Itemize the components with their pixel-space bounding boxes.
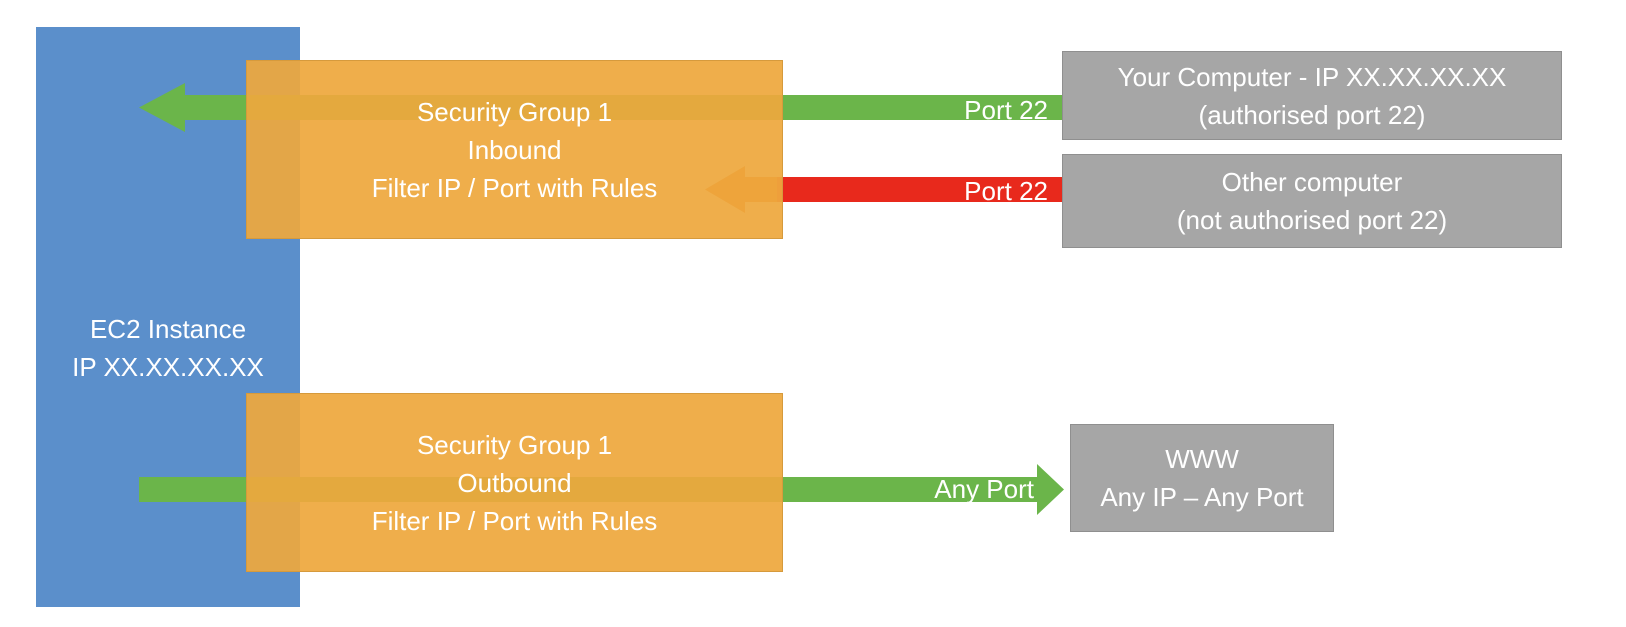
www-note: Any IP – Any Port: [1100, 482, 1304, 512]
outbound-group-description: Filter IP / Port with Rules: [371, 505, 658, 536]
allowed-port-label: Port 22: [964, 95, 1048, 125]
inbound-group-description: Filter IP / Port with Rules: [371, 172, 658, 203]
outbound-group-title: Security Group 1: [416, 429, 613, 460]
inbound-security-group: Security Group 1 Inbound Filter IP / Por…: [246, 60, 783, 239]
your-computer-title: Your Computer - IP XX.XX.XX.XX: [1117, 61, 1507, 92]
www-box: WWW Any IP – Any Port: [1070, 424, 1334, 532]
your-computer-note: (authorised port 22): [1198, 99, 1426, 130]
outbound-group-direction: Outbound: [457, 467, 572, 498]
www-title: WWW: [1165, 444, 1239, 474]
other-computer-title: Other computer: [1221, 167, 1403, 197]
inbound-group-title: Security Group 1: [416, 96, 613, 127]
outbound-port-label: Any Port: [934, 474, 1034, 504]
other-computer-note: (not authorised port 22): [1176, 205, 1448, 235]
ec2-instance-label: EC2 Instance IP XX.XX.XX.XX: [36, 310, 300, 386]
blocked-port-label: Port 22: [964, 176, 1048, 206]
other-computer-box: Other computer (not authorised port 22): [1062, 154, 1562, 248]
ec2-instance-title: EC2 Instance: [89, 314, 247, 344]
ec2-instance-ip: IP XX.XX.XX.XX: [72, 352, 264, 382]
outbound-security-group: Security Group 1 Outbound Filter IP / Po…: [246, 393, 783, 572]
inbound-group-direction: Inbound: [467, 134, 562, 165]
your-computer-box: Your Computer - IP XX.XX.XX.XX (authoris…: [1062, 51, 1562, 140]
